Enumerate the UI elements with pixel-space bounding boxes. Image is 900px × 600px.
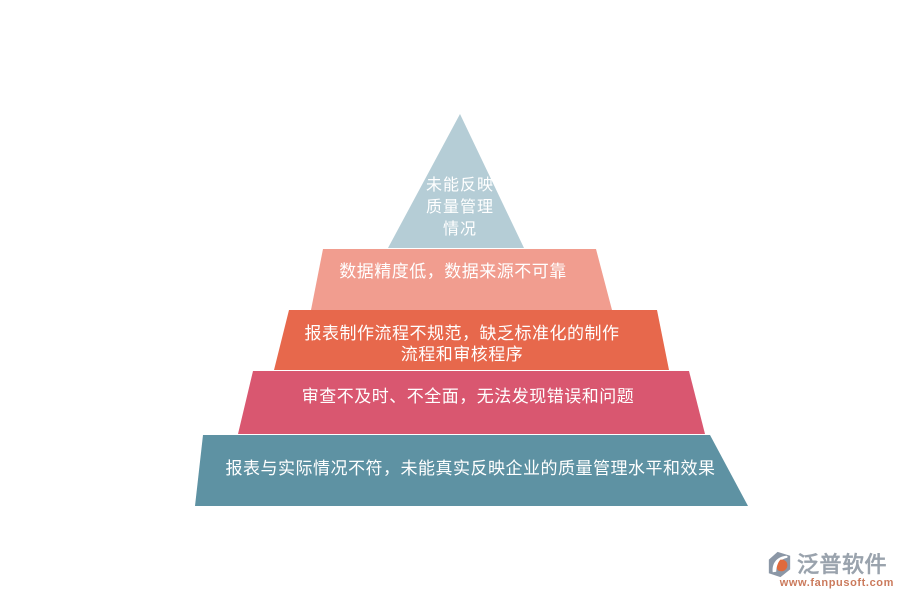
fanpu-logo: 泛普软件 www.fanpusoft.com [764,549,894,589]
logo-brand-text: 泛普软件 [797,551,888,577]
pyramid-level-5-shape [195,435,748,506]
pyramid-level-3-shape [274,310,669,370]
pyramid-level-4-shape [238,371,705,434]
logo-url-text: www.fanpusoft.com [779,577,894,589]
pyramid-level-1-shape [388,114,524,248]
fanpu-logo-icon [768,551,791,578]
pyramid-level-2-shape [311,249,612,310]
